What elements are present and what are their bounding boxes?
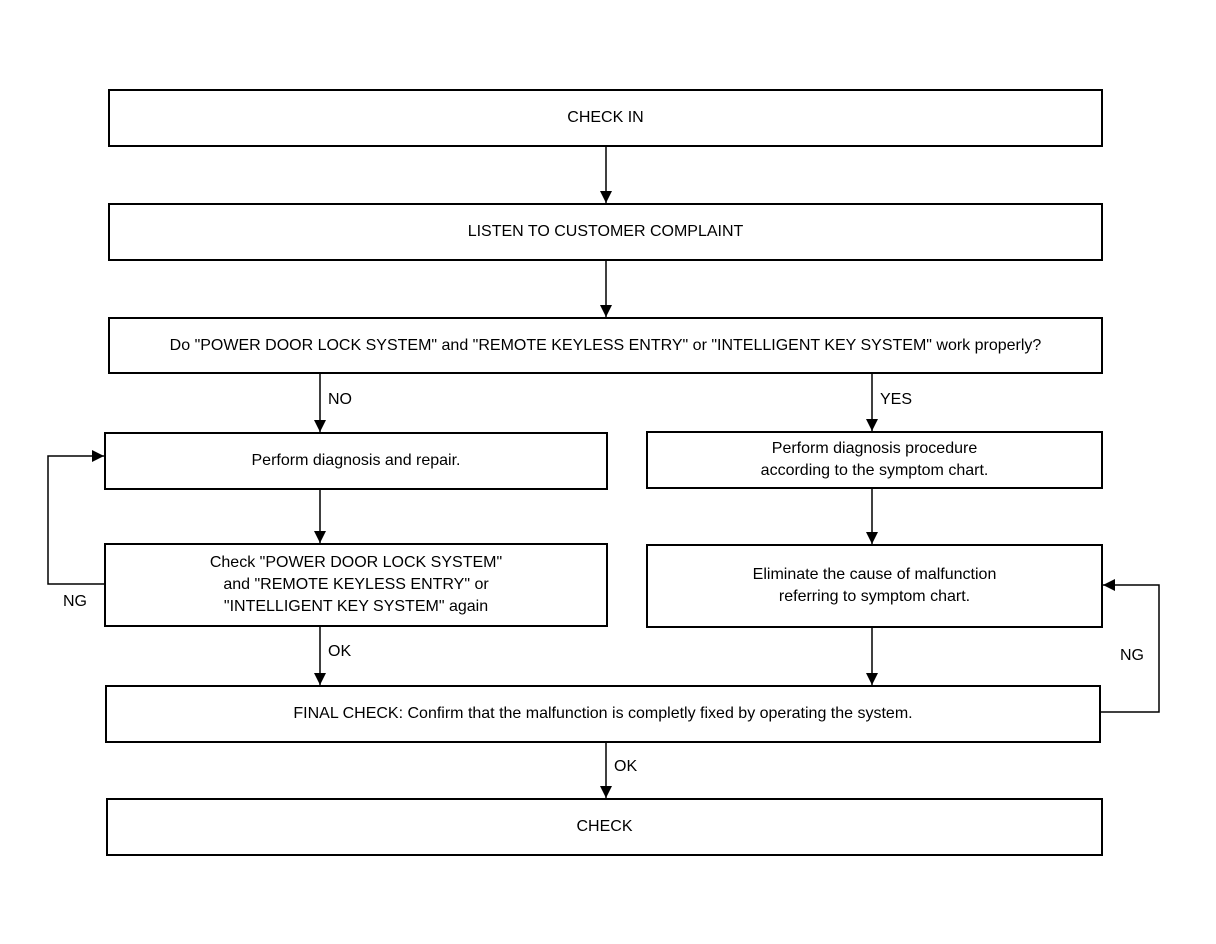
diagnosis-symptom-box: Perform diagnosis procedure according to… <box>646 431 1103 489</box>
ng-label-left: NG <box>63 593 87 610</box>
diagnosis-symptom-line-1: Perform diagnosis procedure <box>771 440 978 457</box>
check-again-line-3: "INTELLIGENT KEY SYSTEM" again <box>223 598 489 615</box>
no-label: NO <box>328 391 352 408</box>
diagnosis-repair-box: Perform diagnosis and repair. <box>104 432 608 490</box>
check-text: CHECK <box>576 818 633 835</box>
check-again-line-2: and "REMOTE KEYLESS ENTRY" or <box>223 576 489 593</box>
final-check-text: FINAL CHECK: Confirm that the malfunctio… <box>293 705 913 722</box>
listen-complaint-text: LISTEN TO CUSTOMER COMPLAINT <box>467 223 744 240</box>
final-check-box: FINAL CHECK: Confirm that the malfunctio… <box>105 685 1101 743</box>
system-works-question-box: Do "POWER DOOR LOCK SYSTEM" and "REMOTE … <box>108 317 1103 374</box>
check-again-box: Check "POWER DOOR LOCK SYSTEM" and "REMO… <box>104 543 608 627</box>
arrow-ng-loop-right <box>1101 579 1160 713</box>
eliminate-cause-line-2: referring to symptom chart. <box>778 588 971 605</box>
check-again-line-1: Check "POWER DOOR LOCK SYSTEM" <box>209 554 503 571</box>
listen-complaint-box: LISTEN TO CUSTOMER COMPLAINT <box>108 203 1103 261</box>
check-box: CHECK <box>106 798 1103 856</box>
check-in-text: CHECK IN <box>567 109 644 126</box>
diagnosis-repair-text: Perform diagnosis and repair. <box>251 452 461 469</box>
arrow-ng-loop-left <box>47 450 104 585</box>
eliminate-cause-line-1: Eliminate the cause of malfunction <box>752 566 997 583</box>
eliminate-cause-box: Eliminate the cause of malfunction refer… <box>646 544 1103 628</box>
system-works-question-text: Do "POWER DOOR LOCK SYSTEM" and "REMOTE … <box>169 336 1042 354</box>
ok-label-left: OK <box>328 643 352 660</box>
diagnosis-symptom-line-2: according to the symptom chart. <box>760 462 989 479</box>
ok-label-final: OK <box>614 758 638 775</box>
check-in-box: CHECK IN <box>108 89 1103 147</box>
yes-label: YES <box>880 391 913 408</box>
ng-label-right: NG <box>1120 647 1144 664</box>
